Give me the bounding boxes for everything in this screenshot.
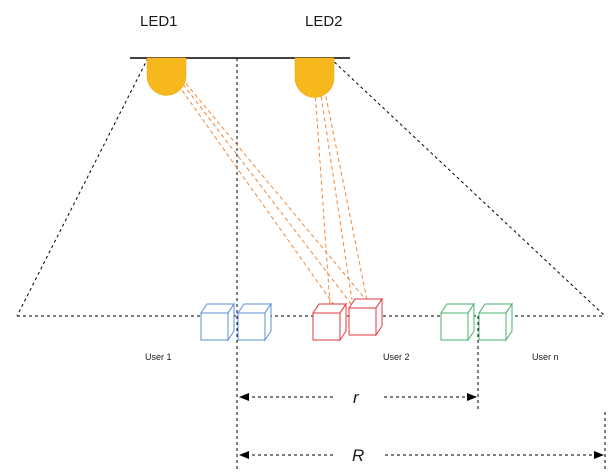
light-beams xyxy=(161,61,369,306)
user1-cubes xyxy=(200,302,272,342)
user2-label: User 2 xyxy=(383,352,410,362)
led1-label: LED1 xyxy=(140,13,178,30)
coverage-left-edge xyxy=(16,57,149,317)
user2-cubes xyxy=(312,297,383,342)
coverage-right-edge xyxy=(329,57,606,317)
user1-label: User 1 xyxy=(145,352,172,362)
led2-label: LED2 xyxy=(305,13,343,30)
led1-lamp xyxy=(146,57,187,96)
r-dimension-label: r xyxy=(353,388,360,407)
usern-label: User n xyxy=(532,352,559,362)
R-dimension-label: R xyxy=(352,446,364,465)
led2-lamp xyxy=(294,57,335,98)
usern-cubes xyxy=(440,302,513,342)
